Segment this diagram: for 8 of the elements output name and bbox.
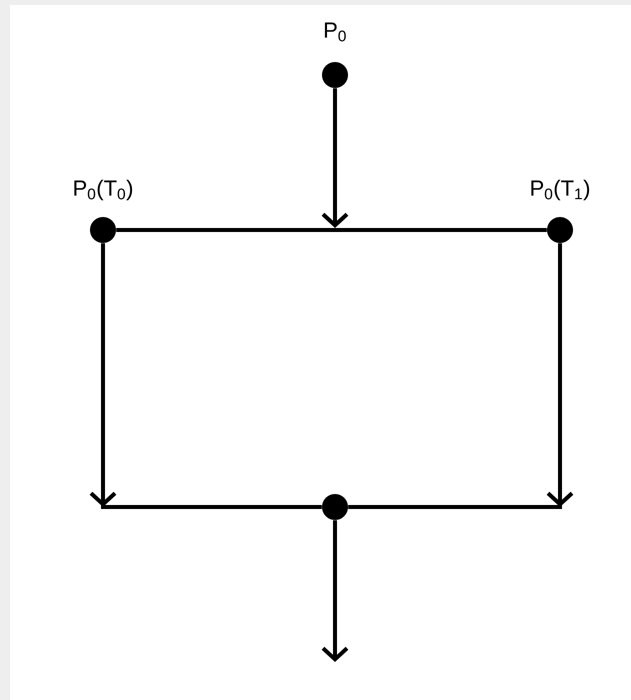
arrow bbox=[322, 88, 348, 228]
arrow bbox=[322, 520, 348, 662]
dot bbox=[322, 494, 348, 520]
arrow bbox=[546, 243, 574, 507]
dot-label: P$_{0}$(T$_{0}$) bbox=[74, 180, 132, 200]
dot-label: P$_{0}$(T$_{1}$) bbox=[531, 180, 590, 200]
arrow bbox=[90, 243, 116, 507]
dot-label: P$_{0}$ bbox=[324, 22, 346, 42]
